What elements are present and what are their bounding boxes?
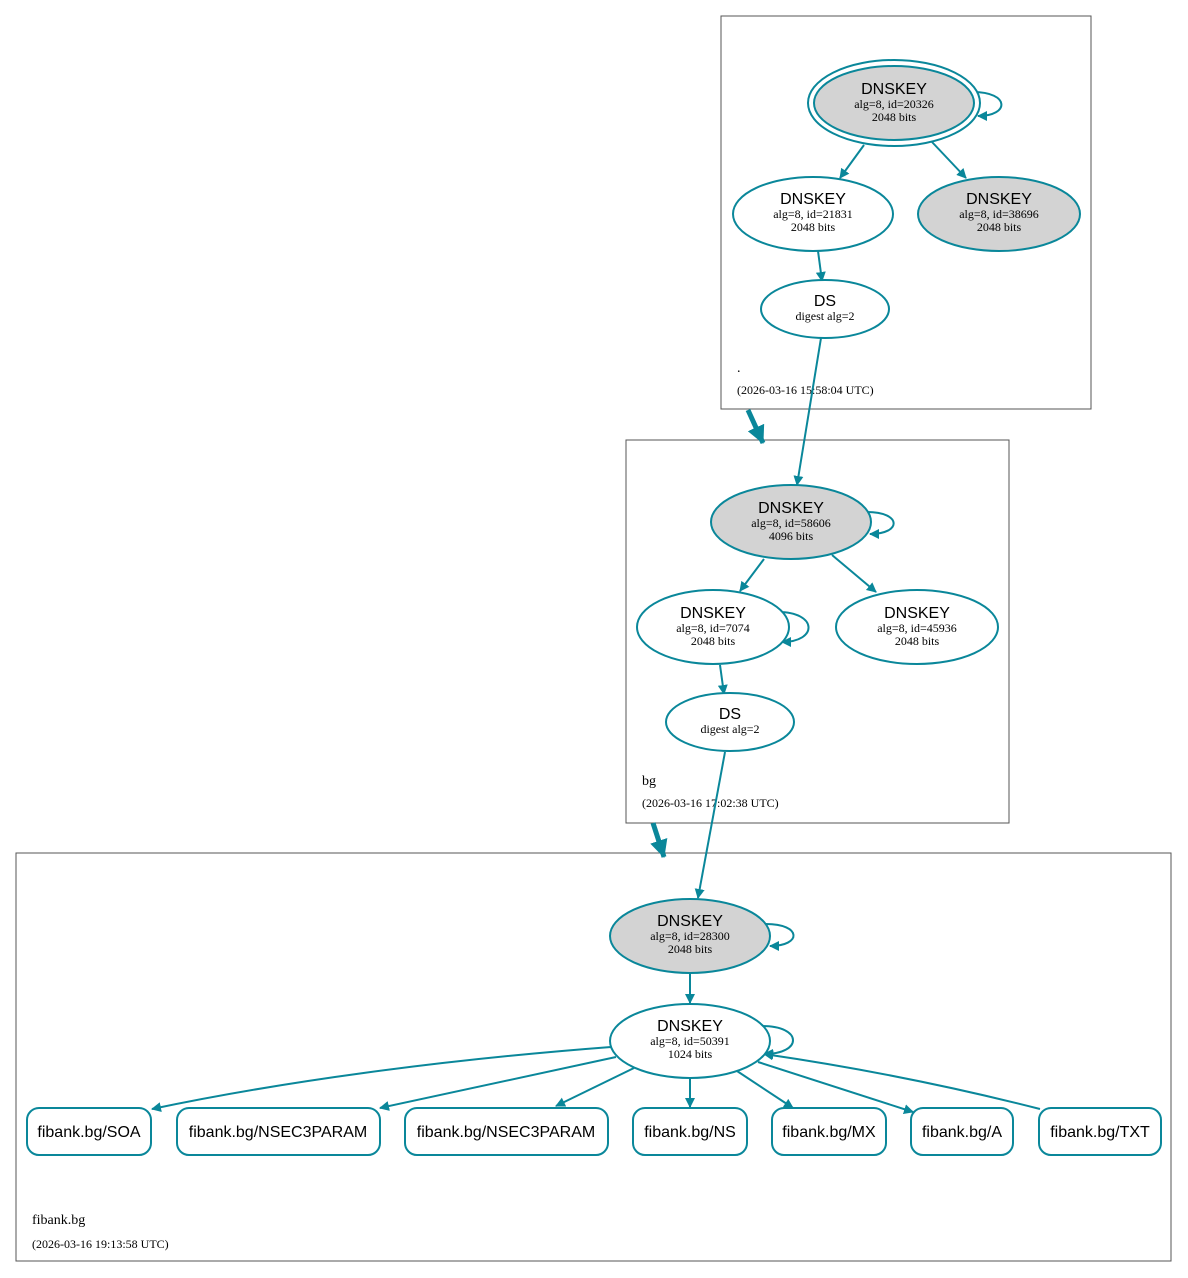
- node-bg-zsk1-title: DNSKEY: [680, 605, 746, 622]
- zone-root-name: .: [737, 361, 741, 376]
- zone-fibank-timestamp: (2026-03-16 19:13:58 UTC): [32, 1237, 169, 1251]
- node-root-zsk2-title: DNSKEY: [966, 191, 1032, 208]
- edge-root-ksk-self: [972, 91, 1003, 121]
- record-mx[interactable]: fibank.bg/MX: [771, 1107, 887, 1156]
- edge-root-ksk-zsk1: [839, 144, 865, 179]
- record-nsec3param-2-label: fibank.bg/NSEC3PARAM: [417, 1124, 595, 1141]
- zone-fibank-box: [15, 852, 1172, 1262]
- node-root-ksk[interactable]: DNSKEY alg=8, id=20326 2048 bits: [807, 59, 981, 147]
- node-root-zsk2[interactable]: DNSKEY alg=8, id=38696 2048 bits: [917, 176, 1081, 252]
- node-fib-ksk[interactable]: DNSKEY alg=8, id=28300 2048 bits: [609, 898, 771, 974]
- edge-fib-zsk-self: [761, 1025, 794, 1059]
- node-bg-zsk2[interactable]: DNSKEY alg=8, id=45936 2048 bits: [835, 589, 999, 665]
- node-root-zsk1-title: DNSKEY: [780, 191, 846, 208]
- node-fib-zsk-line2: 1024 bits: [668, 1047, 713, 1061]
- record-txt-label: fibank.bg/TXT: [1050, 1124, 1150, 1141]
- edge-bg-zsk1-ds: [717, 664, 728, 695]
- record-soa-label: fibank.bg/SOA: [37, 1124, 141, 1141]
- node-fib-zsk[interactable]: DNSKEY alg=8, id=50391 1024 bits: [609, 1003, 771, 1079]
- edge-bg-ds-fib-ksk: [694, 751, 726, 899]
- edge-root-ds-bg-ksk: [793, 337, 822, 486]
- node-root-ksk-title: DNSKEY: [861, 81, 927, 98]
- node-root-zsk1-line2: 2048 bits: [791, 220, 836, 234]
- node-bg-zsk1-line2: 2048 bits: [691, 634, 736, 648]
- zone-root-box: [720, 15, 1092, 410]
- node-fib-ksk-line2: 2048 bits: [668, 942, 713, 956]
- node-bg-zsk2-line1: alg=8, id=45936: [877, 621, 957, 635]
- node-bg-ksk-line1: alg=8, id=58606: [751, 516, 831, 530]
- zone-bg-timestamp: (2026-03-16 17:02:38 UTC): [642, 796, 779, 810]
- record-ns-label: fibank.bg/NS: [644, 1124, 736, 1141]
- node-fib-ds[interactable]: DS digest alg=2: [665, 692, 795, 752]
- node-fib-zsk-line1: alg=8, id=50391: [650, 1034, 730, 1048]
- edge-fib-zsk-nsec3param-2: [555, 1067, 635, 1107]
- edge-fib-zsk-mx: [736, 1070, 794, 1109]
- record-mx-label: fibank.bg/MX: [782, 1124, 876, 1141]
- node-fib-ds-line1: digest alg=2: [700, 722, 759, 736]
- node-bg-zsk2-title: DNSKEY: [884, 605, 950, 622]
- record-nsec3param-2[interactable]: fibank.bg/NSEC3PARAM: [404, 1107, 609, 1156]
- node-bg-zsk1[interactable]: DNSKEY alg=8, id=7074 2048 bits: [636, 589, 790, 665]
- node-root-zsk2-line1: alg=8, id=38696: [959, 207, 1039, 221]
- record-txt[interactable]: fibank.bg/TXT: [1038, 1107, 1162, 1156]
- edge-bg-ksk-zsk2: [831, 554, 877, 593]
- node-root-ksk-line1: alg=8, id=20326: [854, 97, 934, 111]
- edge-txt-to-fib-zsk: [763, 1050, 1041, 1110]
- edge-bg-ksk-self: [866, 511, 895, 539]
- edge-fib-zsk-soa: [151, 1046, 612, 1113]
- node-fib-ksk-line1: alg=8, id=28300: [650, 929, 730, 943]
- edges: [151, 91, 1041, 1114]
- record-nsec3param-1[interactable]: fibank.bg/NSEC3PARAM: [176, 1107, 381, 1156]
- record-soa[interactable]: fibank.bg/SOA: [26, 1107, 152, 1156]
- record-ns[interactable]: fibank.bg/NS: [632, 1107, 748, 1156]
- edge-root-zsk1-ds: [815, 250, 826, 282]
- node-root-zsk2-line2: 2048 bits: [977, 220, 1022, 234]
- edge-bg-ksk-zsk1: [739, 558, 765, 592]
- node-fib-ds-title: DS: [719, 706, 741, 723]
- edge-bg-to-fibank-delegation: [650, 822, 668, 858]
- node-root-ksk-line2: 2048 bits: [872, 110, 917, 124]
- zone-bg-name: bg: [642, 774, 656, 789]
- node-bg-ds-title: DS: [814, 293, 836, 310]
- zone-fibank-name: fibank.bg: [32, 1213, 85, 1228]
- node-bg-ksk-title: DNSKEY: [758, 500, 824, 517]
- node-bg-ds[interactable]: DS digest alg=2: [760, 279, 890, 339]
- record-nsec3param-1-label: fibank.bg/NSEC3PARAM: [189, 1124, 367, 1141]
- node-bg-zsk1-line1: alg=8, id=7074: [676, 621, 750, 635]
- node-root-zsk1[interactable]: DNSKEY alg=8, id=21831 2048 bits: [732, 176, 894, 252]
- node-root-zsk1-line1: alg=8, id=21831: [773, 207, 853, 221]
- edge-bg-zsk1-self: [777, 611, 810, 647]
- zone-root-timestamp: (2026-03-16 15:58:04 UTC): [737, 383, 874, 397]
- node-bg-ksk-line2: 4096 bits: [769, 529, 814, 543]
- edge-root-to-bg-delegation: [745, 408, 766, 445]
- node-bg-zsk2-line2: 2048 bits: [895, 634, 940, 648]
- edge-fib-ksk-self: [765, 923, 795, 951]
- record-a[interactable]: fibank.bg/A: [910, 1107, 1014, 1156]
- node-bg-ds-line1: digest alg=2: [795, 309, 854, 323]
- edge-root-ksk-zsk2: [931, 141, 967, 179]
- node-bg-ksk[interactable]: DNSKEY alg=8, id=58606 4096 bits: [710, 484, 872, 560]
- record-a-label: fibank.bg/A: [922, 1124, 1002, 1141]
- edge-fib-zsk-nsec3param-1: [379, 1056, 617, 1111]
- node-fib-ksk-title: DNSKEY: [657, 913, 723, 930]
- zone-bg-box: [625, 439, 1010, 824]
- edge-fib-zsk-a: [757, 1061, 914, 1114]
- node-fib-zsk-title: DNSKEY: [657, 1018, 723, 1035]
